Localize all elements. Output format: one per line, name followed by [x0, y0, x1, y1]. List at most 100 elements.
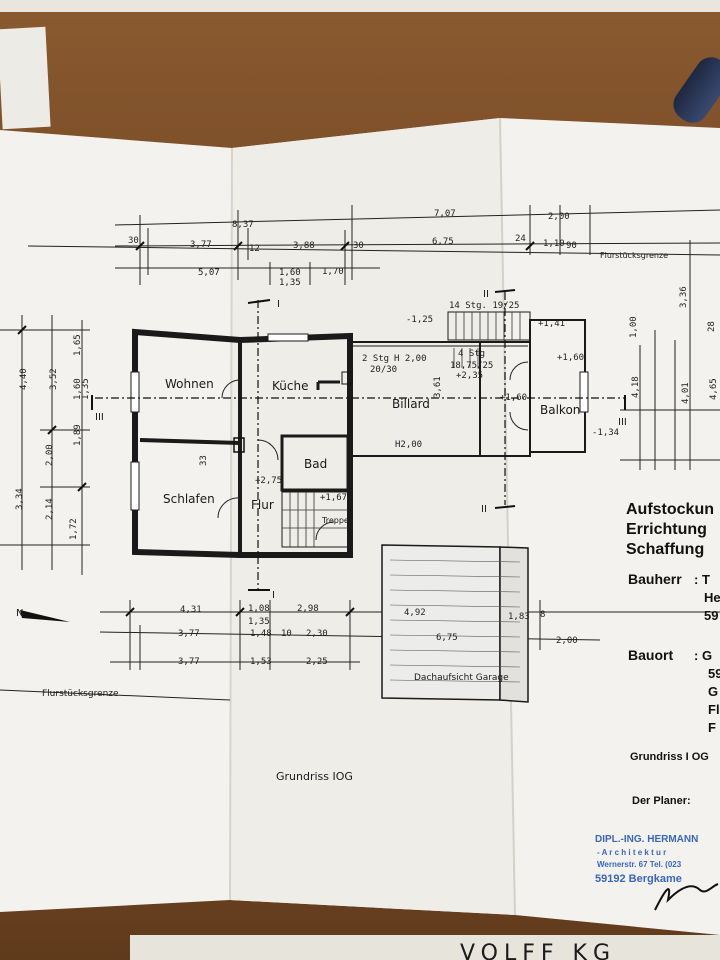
windows — [130, 333, 589, 511]
drawing-title: Grundriss I OG — [630, 751, 709, 763]
dim-top-30b: 30 — [353, 241, 364, 251]
bottom-paper — [130, 935, 720, 960]
height-note-1: H 2,00 — [394, 354, 427, 364]
room-schlafen: Schlafen — [163, 492, 215, 506]
dim-left-33: 33 — [199, 455, 209, 466]
dim-right-336: 3,36 — [679, 286, 689, 308]
stamp-line-3: Wernerstr. 67 Tel. (023 — [597, 860, 682, 869]
bauort-value-4: Fl — [708, 702, 720, 717]
dim-right-465: 4,65 — [709, 378, 719, 400]
section-label-i-top: I — [277, 299, 280, 310]
dim-left-189: 1,89 — [73, 424, 83, 446]
boundary-label-bottom: Flurstücksgrenze — [42, 689, 119, 699]
title-line-1: Aufstockun — [626, 501, 714, 518]
dim-right-100: 1,00 — [629, 316, 639, 338]
stair-note-3: 14 Stg. 19/25 — [449, 301, 519, 311]
north-arrow — [20, 610, 70, 622]
dim-bottom-431: 4,31 — [180, 605, 202, 615]
section-markers — [91, 289, 626, 591]
level-2: +2,35 — [456, 371, 483, 381]
paper-fold-2 — [499, 117, 516, 916]
bauherr-label: Bauherr — [628, 571, 682, 587]
garage-roof — [381, 544, 529, 703]
dim-top-170: 1,70 — [322, 267, 344, 277]
level-5: -1,34 — [592, 428, 619, 438]
dim-top-377: 3,77 — [190, 240, 212, 250]
dim-left-352: 3,52 — [49, 368, 59, 390]
room-balkon: Balkon — [540, 403, 580, 417]
section-label-i-bottom: I — [272, 590, 275, 601]
dim-bottom-10: 10 — [281, 629, 292, 639]
dim-bottom-200: 2,00 — [556, 636, 578, 646]
paper-fold-1 — [229, 147, 233, 901]
dim-right-28: 28 — [707, 321, 717, 332]
stair-treads — [282, 312, 521, 547]
room-flur: Flur — [251, 498, 274, 512]
dim-top-110: 1,10 — [543, 239, 565, 249]
planer-label: Der Planer: — [632, 795, 691, 807]
bottom-strip-text: VOLFF KG — [460, 941, 616, 960]
dim-top-135: 1,35 — [279, 278, 301, 288]
bauort-value-2: 59 — [708, 666, 720, 681]
section-label-iii-left: III — [95, 412, 104, 423]
bauort-value-1: : G — [694, 648, 712, 663]
section-label-iii-right: III — [618, 417, 627, 428]
title-line-2: Errichtung — [626, 521, 707, 538]
dim-bottom-230: 2,30 — [306, 629, 328, 639]
dim-top-707: 7,07 — [434, 209, 456, 219]
dim-left-334: 3,34 — [15, 488, 25, 510]
boundary-label-top: Flurstücksgrenze — [600, 251, 668, 260]
dim-left-160: 1,60 — [73, 378, 83, 400]
dim-left-200: 2,00 — [45, 444, 55, 466]
dim-bottom-225: 2,25 — [306, 657, 328, 667]
level-7: +1,67 — [320, 493, 347, 503]
dim-right-418: 4,18 — [631, 376, 641, 398]
dim-top-30a: 30 — [128, 236, 139, 246]
bauort-value-3: G — [708, 684, 718, 699]
dim-top-675: 6,75 — [432, 237, 454, 247]
dimension-lines — [0, 205, 720, 701]
stair-note-1b: 20/30 — [370, 365, 397, 375]
north-label: N — [16, 608, 23, 619]
level-4: +1,60 — [557, 353, 584, 363]
dim-bottom-492: 4,92 — [404, 608, 426, 618]
level-8: +1,60 — [500, 393, 527, 403]
level-3: +1,41 — [538, 319, 565, 329]
dim-left-214: 2,14 — [45, 498, 55, 520]
dim-top-200: 2,00 — [548, 212, 570, 222]
dim-bottom-108: 1,08 — [248, 604, 270, 614]
level-1: -1,25 — [406, 315, 433, 325]
bauherr-value-2: He — [704, 590, 720, 605]
stamp-line-4: 59192 Bergkame — [595, 873, 682, 885]
stamp-line-2: - A r c h i t e k t u r — [597, 848, 666, 857]
level-6: +2,75 — [255, 476, 282, 486]
dim-bottom-183: 1,83 — [508, 612, 530, 622]
dim-bottom-298: 2,98 — [297, 604, 319, 614]
section-label-ii-bottom: II — [481, 504, 487, 515]
dim-bottom-377b: 3,77 — [178, 657, 200, 667]
dim-left-440: 4,40 — [19, 368, 29, 390]
room-bad: Bad — [304, 457, 327, 471]
dim-top-837: 8,37 — [232, 220, 254, 230]
dim-top-24: 24 — [515, 234, 526, 244]
bauherr-value-1: : T — [694, 572, 710, 587]
section-lines — [95, 292, 625, 590]
dim-left-172: 1,72 — [69, 518, 79, 540]
stamp-line-1: DIPL.-ING. HERMANN — [595, 834, 698, 845]
room-kueche: Küche — [272, 379, 308, 393]
bauherr-value-3: 59 — [704, 608, 718, 623]
signature — [654, 883, 719, 911]
stair-note-1: 2 Stg — [362, 354, 389, 364]
dim-bottom-8: 8 — [540, 610, 545, 620]
dim-right-401: 4,01 — [681, 382, 691, 404]
stair-note-2b: 18,75/25 — [450, 361, 493, 371]
dim-top-507: 5,07 — [198, 268, 220, 278]
door-symbol — [341, 371, 353, 385]
dim-top-388: 3,88 — [293, 241, 315, 251]
dim-top-90: 90 — [566, 241, 577, 251]
room-billard: Billard — [392, 397, 430, 411]
chimney-symbol — [233, 437, 245, 453]
paper-center-panel — [230, 118, 515, 915]
dim-top-160: 1,60 — [279, 268, 301, 278]
